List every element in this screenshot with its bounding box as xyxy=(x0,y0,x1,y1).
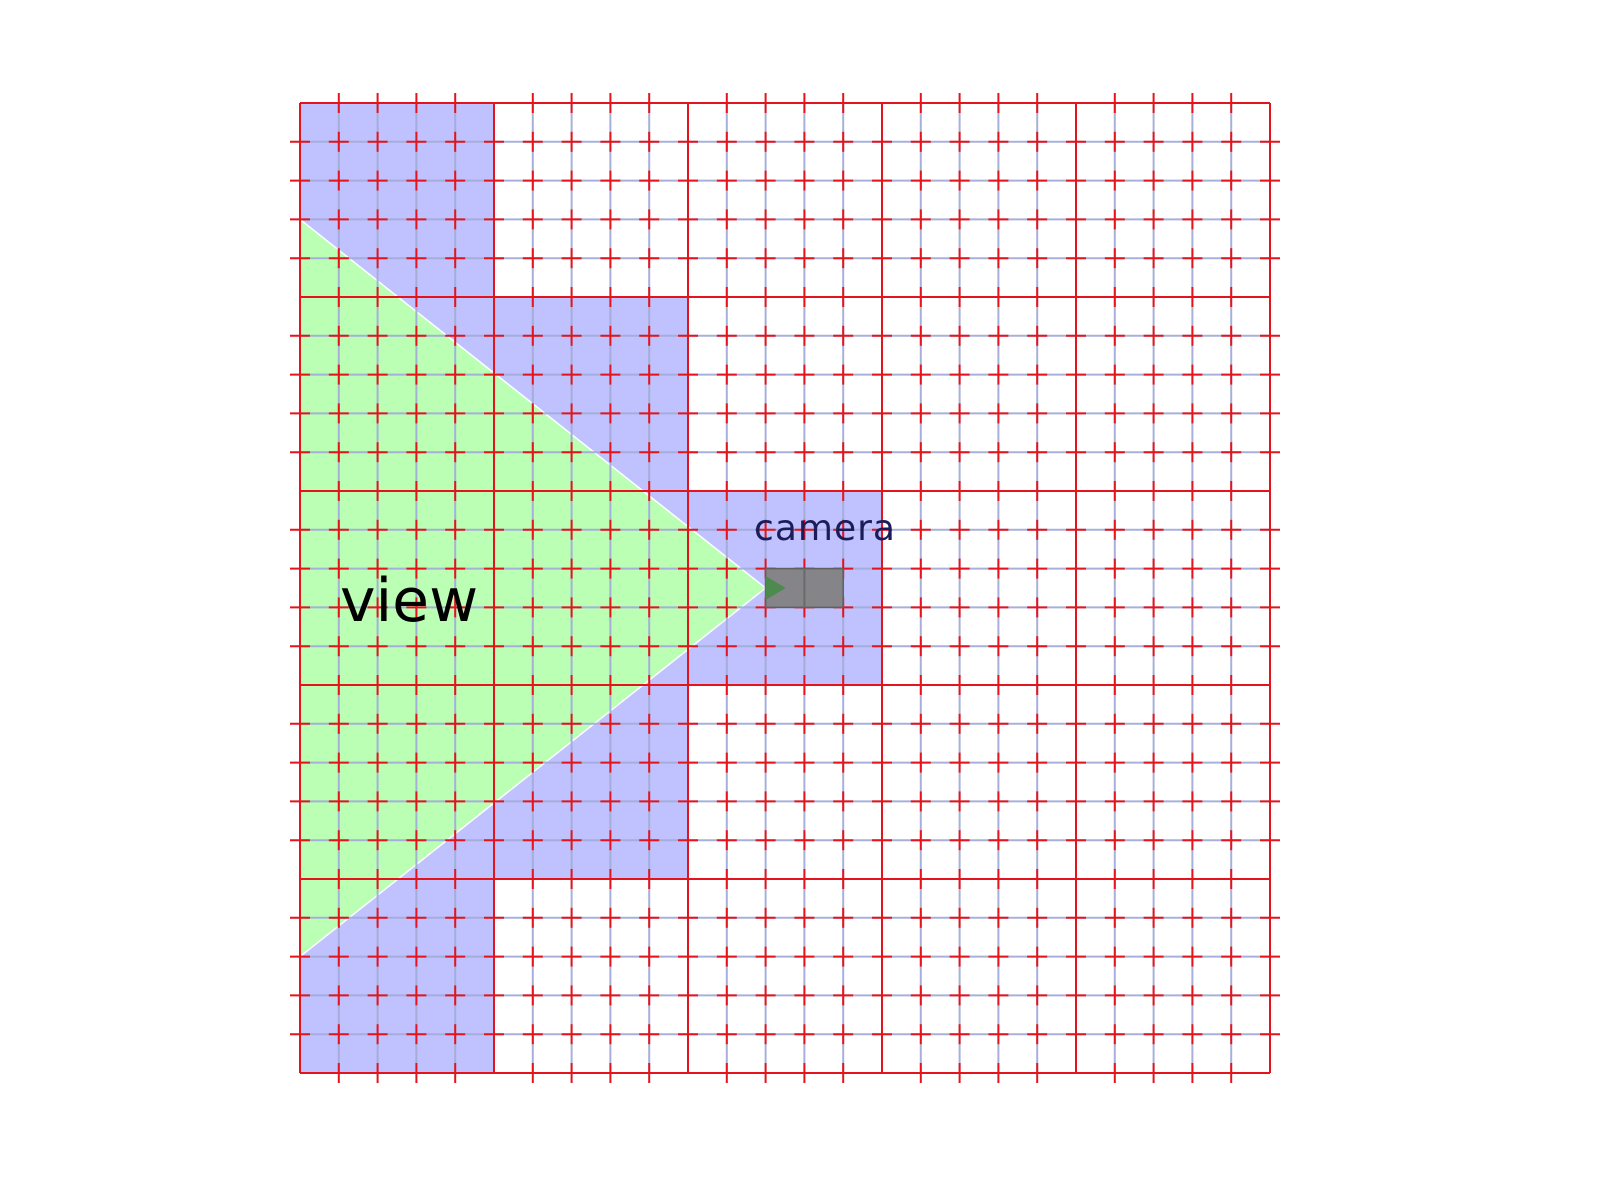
camera-lens-icon xyxy=(765,576,786,600)
camera-layer xyxy=(764,567,844,609)
coarse-grid-layer xyxy=(290,93,1280,1083)
view-label: view xyxy=(340,566,478,636)
camera-label: camera xyxy=(754,508,896,549)
